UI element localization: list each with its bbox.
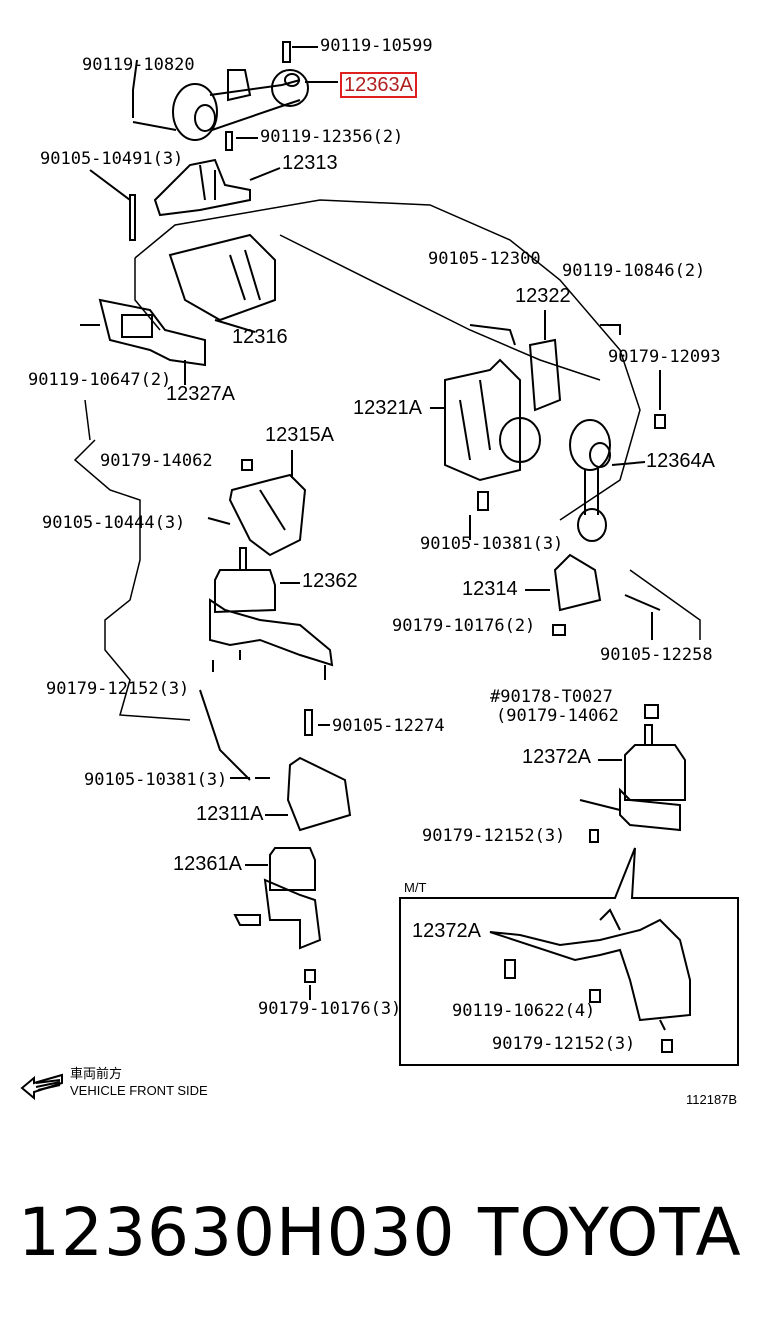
bolts-top [89, 41, 318, 241]
rod-12364A [569, 370, 666, 542]
legend-en: VEHICLE FRONT SIDE [70, 1083, 208, 1098]
label-90105-12258: 90105-12258 [600, 645, 713, 665]
label-90105-10381-b: 90105-10381(3) [84, 770, 228, 790]
label-90179-12093: 90179-12093 [608, 347, 721, 367]
label-90105-12300: 90105-12300 [428, 249, 541, 269]
label-12372A-a: 12372A [522, 746, 591, 768]
label-90105-10381-a: 90105-10381(3) [420, 534, 564, 554]
label-12362: 12362 [302, 570, 358, 592]
bracket-12315A [207, 450, 307, 557]
bracket-12327A [80, 298, 206, 385]
label-90105-12274: 90105-12274 [332, 716, 445, 736]
footer-part-number: 123630H030 [18, 1194, 456, 1271]
label-12311A: 12311A [196, 803, 264, 825]
label-90179-12152-a: 90179-12152(3) [46, 679, 190, 699]
label-mt: M/T [404, 880, 427, 895]
figure-id: 112187B [686, 1092, 738, 1107]
label-12364A: 12364A [646, 450, 715, 472]
label-12315A: 12315A [265, 424, 334, 446]
footer-brand: TOYOTA [478, 1194, 742, 1271]
torque-rod-12363A [172, 69, 338, 141]
bracket-12313 [153, 158, 281, 217]
engine-outline [73, 199, 701, 721]
mount-12361A [233, 847, 322, 1000]
label-90179-10176-a: 90179-10176(2) [392, 616, 536, 636]
parts-diagram: 90119-10599 90119-10820 12363A 90119-123… [20, 36, 739, 1107]
label-90179-10176-b: 90179-10176(3) [258, 999, 402, 1019]
label-12322: 12322 [515, 285, 571, 307]
label-90119-10846: 90119-10846(2) [562, 261, 706, 281]
label-12361A: 12361A [173, 853, 242, 875]
label-12327A: 12327A [166, 383, 235, 405]
plate-12322 [469, 310, 621, 412]
bracket-12314 [525, 553, 661, 640]
label-12321A: 12321A [353, 397, 422, 419]
label-90119-10647: 90119-10647(2) [28, 370, 172, 390]
mt-box [399, 847, 739, 1066]
label-90179-12152-c: 90179-12152(3) [492, 1034, 636, 1054]
label-12313: 12313 [282, 152, 338, 174]
label-12363A-highlighted[interactable]: 12363A [340, 72, 417, 98]
front-arrow-icon [20, 1073, 63, 1101]
label-90119-10599: 90119-10599 [320, 36, 433, 56]
bracket-12321A [430, 358, 541, 540]
label-90178-T0027: #90178-T0027 [490, 687, 613, 707]
label-90105-10491: 90105-10491(3) [40, 149, 184, 169]
label-90119-10820: 90119-10820 [82, 55, 195, 75]
legend-jp: 車両前方 [70, 1066, 123, 1081]
label-90119-10622: 90119-10622(4) [452, 1001, 596, 1021]
label-90119-12356: 90119-12356(2) [260, 127, 404, 147]
label-90179-12152-b: 90179-12152(3) [422, 826, 566, 846]
mount-12362 [209, 547, 334, 680]
bracket-12311A [199, 689, 352, 832]
mount-12372A [579, 704, 686, 843]
label-12372A-b: 12372A [412, 920, 481, 942]
label-90179-14062-b: (90179-14062 [496, 706, 619, 726]
diagram-drawing [20, 41, 739, 1101]
label-90179-14062: 90179-14062 [100, 451, 213, 471]
label-12316: 12316 [232, 326, 288, 348]
label-90105-10444: 90105-10444(3) [42, 513, 186, 533]
label-12314: 12314 [462, 578, 518, 600]
bracket-12316 [168, 233, 276, 333]
